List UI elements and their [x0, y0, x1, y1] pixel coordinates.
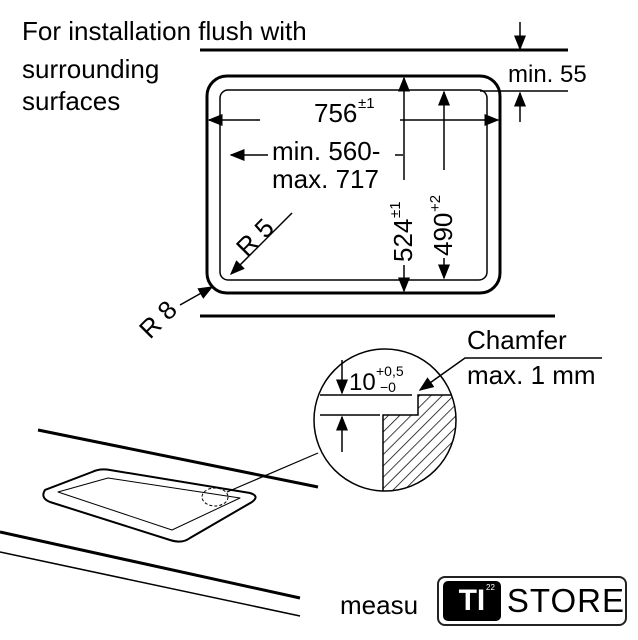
- perspective-cutout: [42, 468, 257, 543]
- r5-arrow: [229, 212, 293, 276]
- chamfer-label: Chamfer: [467, 325, 567, 355]
- heading-line-2: surrounding: [22, 54, 159, 84]
- min-gap-label: min. 55: [508, 61, 587, 88]
- r8-arrow: [179, 286, 214, 306]
- chamfer-value: max. 1 mm: [467, 360, 596, 390]
- perspective-front-lower-edge: [0, 551, 301, 617]
- perspective-cutout-inner: [57, 477, 241, 531]
- heading-line-3: surfaces: [22, 86, 120, 116]
- heading-line-1: For installation flush with: [22, 16, 307, 46]
- inner-depth-value: 490: [428, 213, 458, 256]
- cutout-outer: [205, 74, 502, 295]
- detail-marker: [201, 487, 229, 507]
- logo-sup: 22: [486, 583, 495, 592]
- detail-circle: [313, 348, 457, 492]
- chamfer-leader: [418, 357, 602, 391]
- depth-tolerance: ±1: [387, 201, 404, 218]
- logo-ti: TI: [458, 584, 486, 617]
- radius-inner-label: R 5: [230, 212, 280, 262]
- detail-depth: 10: [349, 369, 376, 396]
- footer-text: measu: [340, 590, 419, 620]
- detail-tol-minus: −0: [380, 379, 396, 395]
- width-value: 756: [314, 98, 357, 128]
- inner-depth-tolerance: +2: [427, 195, 444, 212]
- inner-width-line-2: max. 717: [272, 164, 379, 194]
- depth-value: 524: [388, 219, 418, 262]
- perspective-front-edge: [0, 530, 301, 600]
- detail-leader: [226, 452, 319, 493]
- radius-outer-label: R 8: [133, 294, 183, 344]
- detail-tol-plus: +0,5: [376, 363, 404, 379]
- cutout-inner: [219, 89, 488, 281]
- width-tolerance: ±1: [358, 95, 375, 112]
- perspective-back-edge: [37, 428, 319, 489]
- logo-store: STORE: [506, 582, 625, 619]
- inner-width-line-1: min. 560-: [272, 136, 380, 166]
